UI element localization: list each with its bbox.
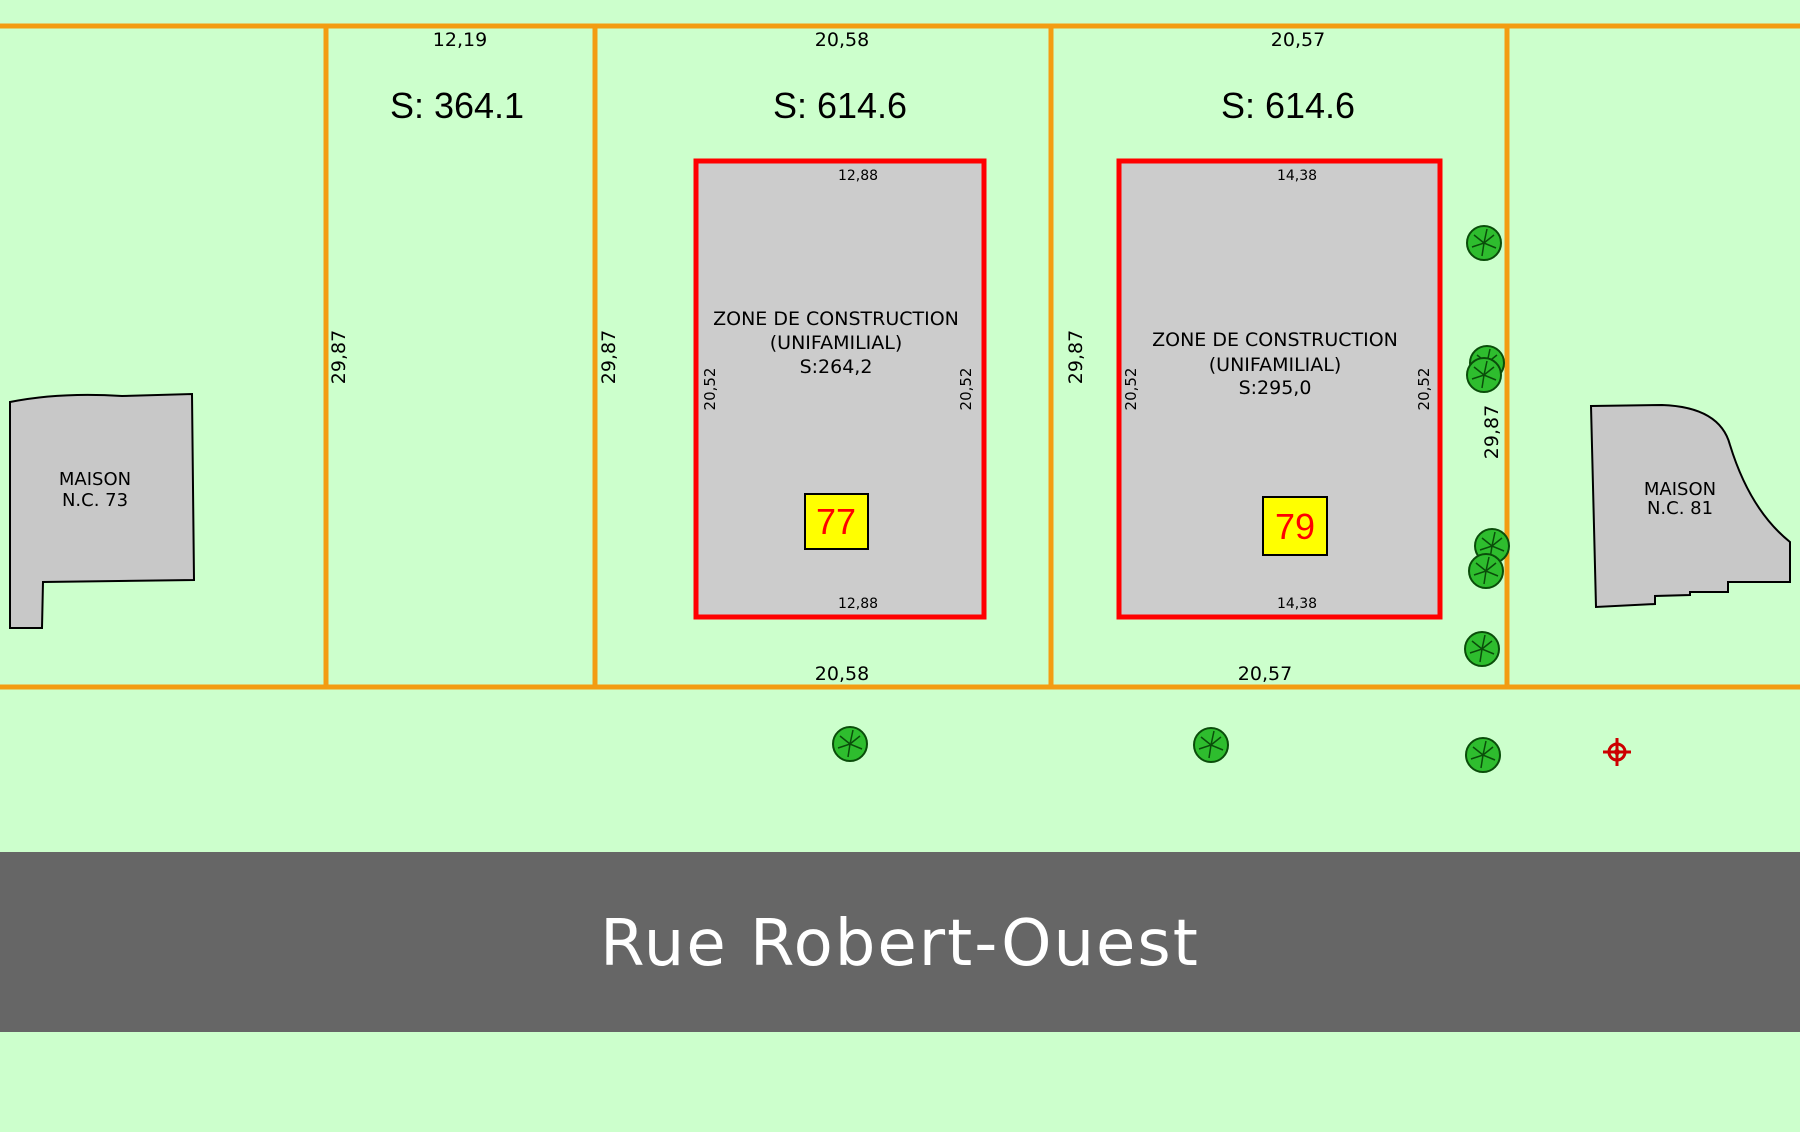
civic-number: 79 [1275, 506, 1315, 547]
construction-zone-77: 12,88 12,88 20,52 20,52 ZONE DE CONSTRUC… [693, 158, 987, 620]
lot-lines [0, 23, 1800, 690]
hydrant-icon [1603, 738, 1631, 766]
zone-type: (UNIFAMILIAL) [1209, 354, 1342, 376]
zone-top-dimension: 14,38 [1277, 168, 1317, 184]
house-label: MAISON [1644, 479, 1716, 500]
civic-number-box [804, 493, 869, 550]
lot-3-bottom-width: 20,57 [1238, 663, 1292, 685]
zone-left-dimension: 20,52 [1122, 368, 1140, 411]
lot-2-depth: 29,87 [598, 330, 620, 384]
lot-dimensions: 12,19 20,58 20,57 20,58 20,57 29,87 29,8… [328, 29, 1503, 685]
tree-icon [1465, 737, 1501, 773]
zone-top-dimension: 12,88 [838, 168, 878, 184]
zone-title: ZONE DE CONSTRUCTION [1152, 329, 1398, 351]
house-81: MAISON N.C. 81 [1589, 403, 1791, 609]
lot-2-top-width: 20,58 [815, 29, 869, 51]
zone-type: (UNIFAMILIAL) [770, 332, 903, 354]
lot-1-depth: 29,87 [328, 330, 350, 384]
tree-icon [1464, 631, 1500, 667]
house-number: N.C. 73 [62, 490, 128, 511]
lot-1-top-width: 12,19 [433, 29, 487, 51]
lot-3-right-depth: 29,87 [1481, 405, 1503, 459]
street [0, 852, 1800, 1032]
tree-icon [1466, 357, 1502, 393]
tree-icon [832, 726, 868, 762]
lot-areas: S: 364.1 S: 614.6 S: 614.6 [390, 85, 1355, 126]
house-73: MAISON N.C. 73 [9, 392, 196, 629]
lot-3-depth: 29,87 [1065, 330, 1087, 384]
tree-icon [1468, 553, 1504, 589]
zone-left-dimension: 20,52 [701, 368, 719, 411]
tree-icon [1466, 225, 1502, 261]
lot-3-area: S: 614.6 [1221, 85, 1355, 126]
zone-area: S:264,2 [800, 356, 873, 378]
street-name: Rue Robert-Ouest [600, 907, 1200, 981]
zone-bottom-dimension: 14,38 [1277, 596, 1317, 612]
zone-title: ZONE DE CONSTRUCTION [713, 308, 959, 330]
zone-bottom-dimension: 12,88 [838, 596, 878, 612]
lot-2-bottom-width: 20,58 [815, 663, 869, 685]
lot-3-top-width: 20,57 [1271, 29, 1325, 51]
civic-number-box [1262, 496, 1328, 556]
house-label: MAISON [59, 469, 131, 490]
construction-zone-79: 14,38 14,38 20,52 20,52 ZONE DE CONSTRUC… [1116, 158, 1443, 620]
civic-number: 77 [816, 501, 856, 542]
zone-area: S:295,0 [1239, 377, 1312, 399]
lot-2-area: S: 614.6 [773, 85, 907, 126]
house-number: N.C. 81 [1647, 498, 1713, 519]
tree-icon [1193, 727, 1229, 763]
zone-right-dimension: 20,52 [957, 368, 975, 411]
zone-right-dimension: 20,52 [1415, 368, 1433, 411]
lot-1-area: S: 364.1 [390, 85, 524, 126]
